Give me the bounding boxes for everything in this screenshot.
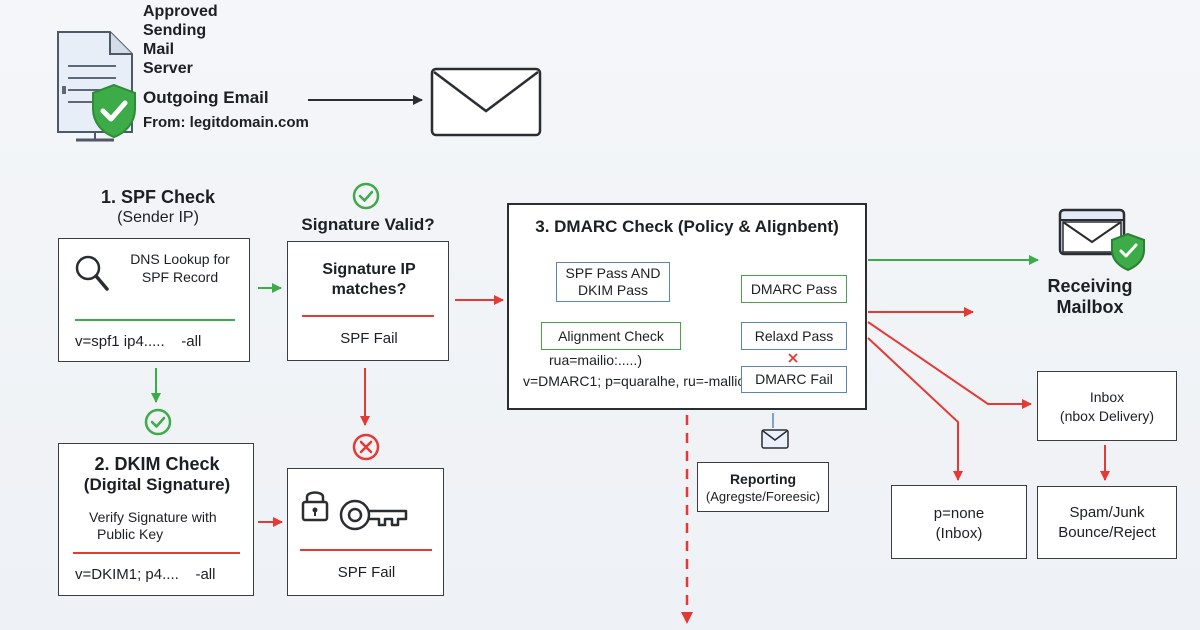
dkim-box: 2. DKIM Check (Digital Signature) Verify… [58,443,254,596]
spam-box: Spam/Junk Bounce/Reject [1037,486,1177,559]
signature-body-line: matches? [331,281,407,298]
signature-divider [302,315,434,317]
inbox-text: Inbox (nbox Delivery) [1038,388,1176,426]
spam-line: Spam/Junk [1069,504,1145,521]
relaxed-pass-label: Relaxd Pass [754,327,834,344]
outgoing-email-label: Outgoing Email [143,88,269,107]
reporting-line: Reporting [729,471,797,487]
inbox-box: Inbox (nbox Delivery) [1037,371,1177,441]
small-x-icon [788,353,798,363]
spf-dkim-pass-box: SPF Pass AND DKIM Pass [556,262,670,302]
signature-body-line: Signature IP [322,261,416,278]
spf-record: v=spf1 ip4..... -all [75,333,202,350]
dkim-title: 2. DKIM Check [94,454,220,474]
pass-box-line: SPF Pass AND [565,265,661,281]
envelope-icon [430,67,542,137]
key-box: SPF Fail [287,468,444,596]
pnone-line: p=none [933,505,985,522]
lock-icon [301,491,329,522]
sender-server-label: Approved Sending Mail Server [143,2,218,78]
dmarc-title: 3. DMARC Check (Policy & Alignbent) [535,217,839,236]
server-label-line: Sending [143,22,207,39]
dkim-body-line: Verify Signature with [89,509,217,525]
signature-body: Signature IP matches? [288,260,450,300]
spf-body: DNS Lookup for SPF Record [109,250,251,286]
key-divider [300,549,432,551]
spf-subtitle: (Sender IP) [117,209,199,226]
shield-check-icon [92,83,136,139]
server-label-line: Server [143,60,193,77]
dmarc-fail-box: DMARC Fail [741,366,847,393]
spam-text: Spam/Junk Bounce/Reject [1038,503,1176,543]
alignment-check-box: Alignment Check [541,322,681,350]
check-circle-icon [352,182,380,210]
spf-body-line: SPF Record [141,269,219,285]
arrow-dmarc-to-pnone [867,337,963,481]
dmarc-record: v=DMARC1; p=quaralhe, ru=-mallic... [523,373,757,389]
dkim-subtitle: (Digital Signature) [83,475,231,494]
relaxed-pass-box: Relaxd Pass [741,322,847,350]
dmarc-fail-label: DMARC Fail [755,371,833,387]
arrow-dmarc-to-inbox [867,321,1032,409]
spf-title: 1. SPF Check [100,187,216,207]
pnone-text: p=none (Inbox) [892,504,1026,544]
fail-x-circle-icon [352,433,380,461]
dmarc-pass-box: DMARC Pass [741,275,847,303]
key-fail: SPF Fail [337,564,396,581]
dmarc-box: 3. DMARC Check (Policy & Alignbent) rua=… [507,203,867,410]
dkim-body-line: Public Key [97,526,164,542]
dmarc-rua: rua=mailio:.....) [549,352,642,368]
pnone-line: (Inbox) [935,525,983,542]
pass-box-line: DKIM Pass [577,282,648,298]
inbox-line: (nbox Delivery) [1059,408,1155,424]
receiving-mailbox-icon [1058,208,1145,272]
spf-body-line: DNS Lookup for [130,251,230,267]
dashed-fail-arrowhead [681,612,693,624]
reporting-text: Reporting (Agregste/Foreesic) [698,470,828,506]
spam-line: Bounce/Reject [1058,524,1156,541]
key-icon [339,499,408,531]
alignment-label: Alignment Check [558,327,664,344]
signature-box: Signature IP matches? SPF Fail [287,241,449,361]
pnone-box: p=none (Inbox) [891,485,1027,559]
spf-box: DNS Lookup for SPF Record v=spf1 ip4....… [58,238,250,362]
reporting-box: Reporting (Agregste/Foreesic) [697,462,829,512]
inbox-line: Inbox [1089,389,1125,405]
server-label-line: Mail [143,41,175,58]
receiving-line: Mailbox [1056,297,1124,317]
check-circle-icon [144,408,172,436]
dkim-body: Verify Signature with Public Key [89,509,217,543]
report-envelope-icon [761,429,789,449]
receiving-label: Receiving Mailbox [1035,276,1145,318]
receiving-line: Receiving [1047,276,1133,296]
spf-divider [75,319,235,321]
magnifier-icon [75,255,109,291]
from-address: From: legitdomain.com [143,114,309,131]
signature-fail: SPF Fail [340,330,398,347]
dmarc-pass-label: DMARC Pass [750,280,838,297]
signature-question: Signature Valid? [301,215,435,234]
reporting-line: (Agregste/Foreesic) [705,489,821,504]
server-label-line: Approved [143,3,218,20]
dkim-record: v=DKIM1; p4.... -all [75,566,216,583]
dkim-divider [73,552,240,554]
